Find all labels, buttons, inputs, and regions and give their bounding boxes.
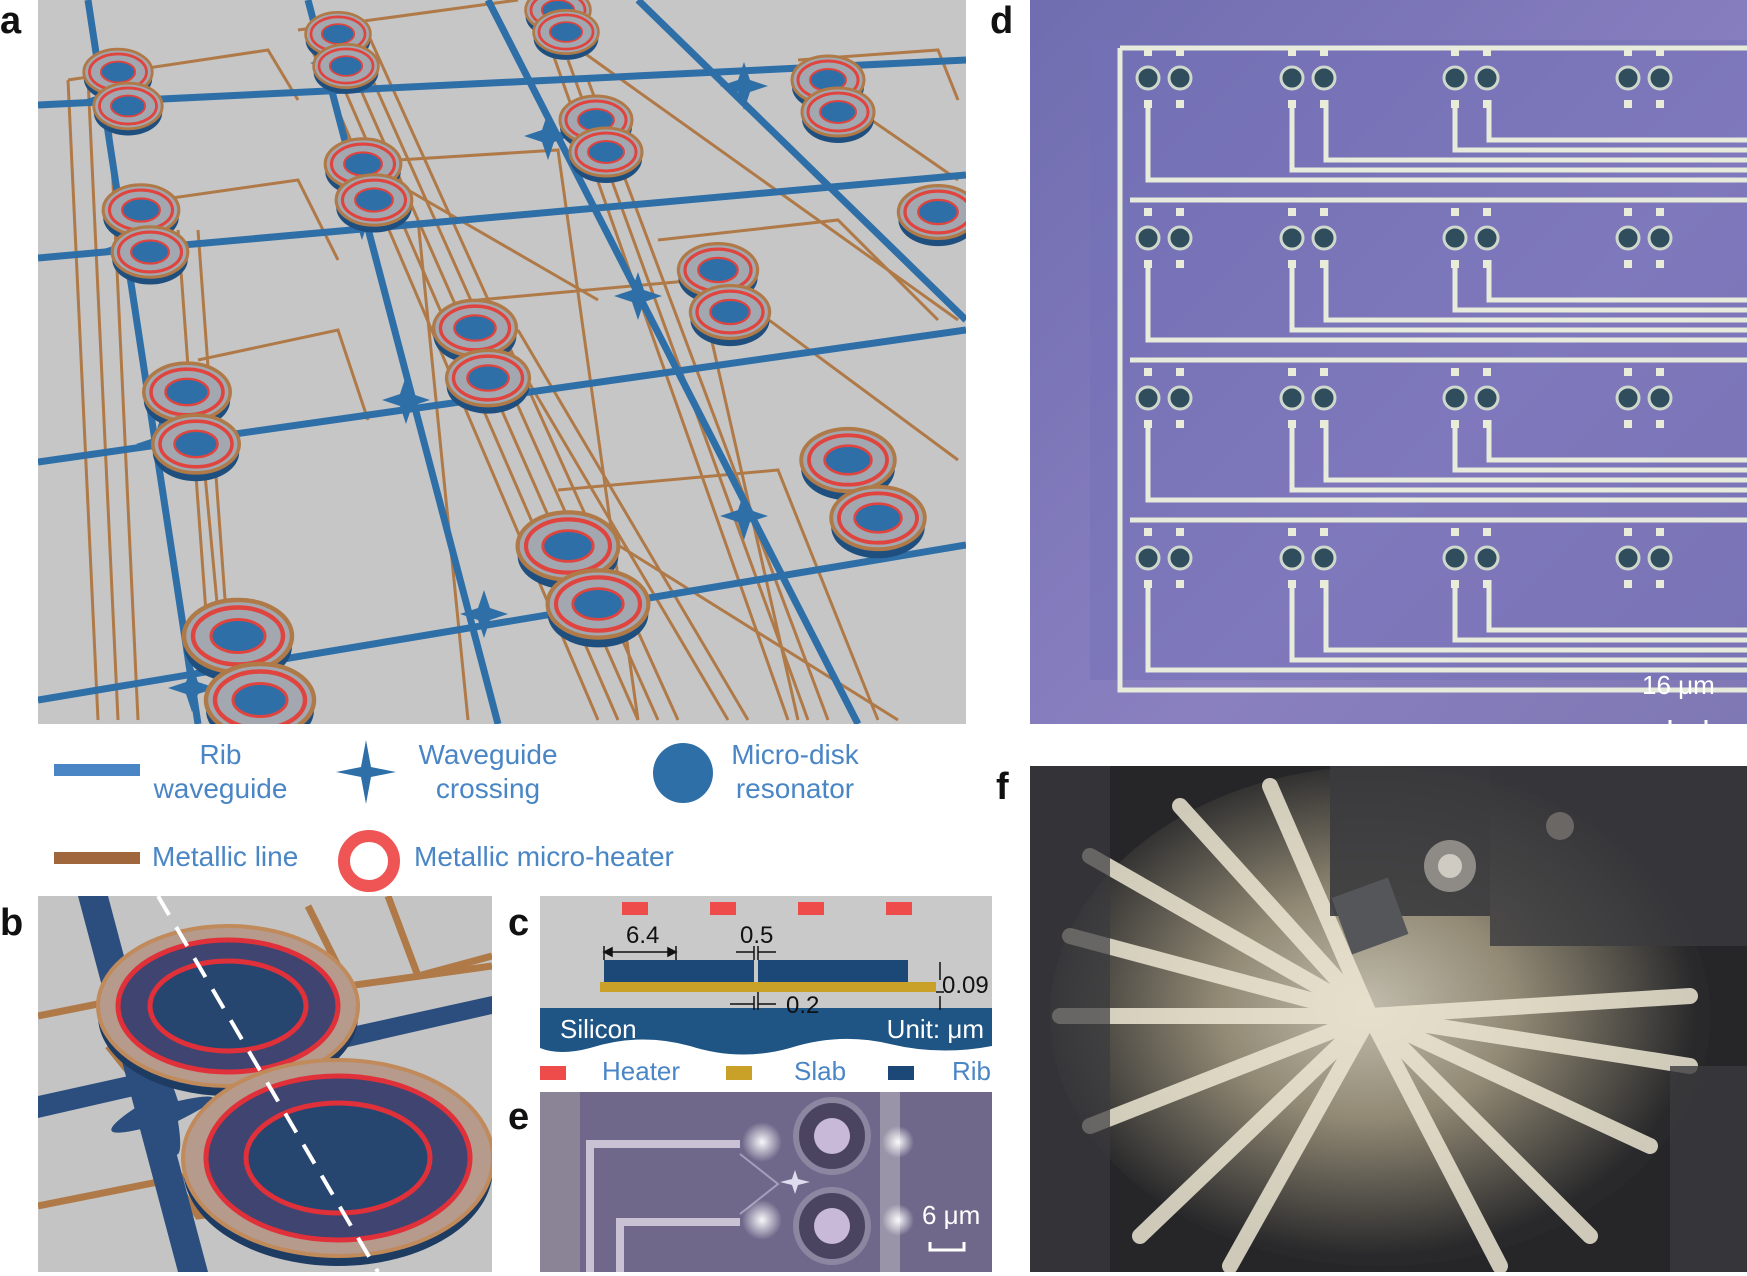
dim-label-0-09: 0.09 <box>942 972 989 999</box>
panel-b-zoom-render <box>38 896 492 1272</box>
rib-right <box>758 960 908 982</box>
heater-swatch <box>540 1066 566 1080</box>
slab-swatch <box>726 1066 752 1080</box>
panel-label-f: f <box>996 766 1009 808</box>
metallic-line-swatch <box>54 852 140 864</box>
unit-label: Unit: μm <box>886 1014 984 1044</box>
panel-f-probe-photo <box>1030 766 1747 1272</box>
legend-metallic-line: Metallic line <box>152 841 299 872</box>
dim-label-0-2: 0.2 <box>786 992 820 1019</box>
panel-c-cross-section: 6.4 0.5 0.2 0.09 Silicon Unit: μm Heater… <box>540 896 992 1096</box>
legend-metallic-microheater: Metallic micro-heater <box>414 841 674 872</box>
legend-slab: Slab <box>794 1056 847 1086</box>
rib-waveguide-swatch <box>54 764 140 776</box>
scalebar-e-label: 6 μm <box>922 1200 981 1230</box>
panel-a-render <box>38 0 966 724</box>
waveguide-crossing-icon <box>336 740 396 804</box>
legend-heater: Heater <box>602 1056 681 1086</box>
slab <box>600 982 936 992</box>
panel-label-c: c <box>508 902 530 944</box>
dim-label-6-4: 6.4 <box>626 922 660 949</box>
rib-left <box>604 960 754 982</box>
rib-swatch <box>888 1066 914 1080</box>
silicon-substrate <box>540 1008 992 1055</box>
panel-label-d: d <box>990 0 1014 42</box>
legend-rib: Rib <box>952 1056 992 1086</box>
heater-pads <box>622 902 912 915</box>
panel-label-b: b <box>0 902 24 944</box>
panel-label-a: a <box>0 0 22 42</box>
panel-label-e: e <box>508 1096 530 1138</box>
scalebar-d-label: 16 μm <box>1642 670 1715 700</box>
panel-e-microscope-zoom: 6 μm <box>540 1092 992 1272</box>
dim-label-0-5: 0.5 <box>740 922 774 949</box>
microdisk-icon <box>653 743 713 803</box>
microheater-ring-icon <box>338 830 400 892</box>
silicon-label: Silicon <box>560 1014 637 1044</box>
panel-d-chip-micrograph: 16 μm <box>1030 0 1747 724</box>
